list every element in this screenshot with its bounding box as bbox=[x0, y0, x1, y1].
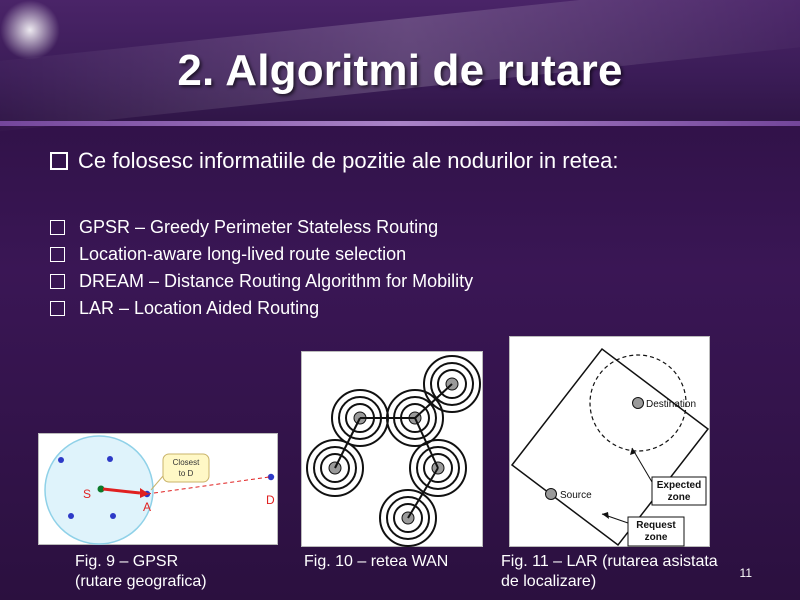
callout-box bbox=[162, 453, 210, 483]
label-destination: Destination bbox=[646, 399, 696, 410]
node-dot bbox=[68, 513, 74, 519]
request-zone-label-2: zone bbox=[645, 532, 668, 543]
slide-title: 2. Algoritmi de rutare bbox=[177, 46, 623, 95]
figure-lar: Destination Source Expected zone Request… bbox=[509, 336, 710, 547]
label-a: A bbox=[143, 500, 151, 514]
expected-zone-circle bbox=[589, 354, 687, 452]
caption-fig9: Fig. 9 – GPSR (rutare geografica) bbox=[75, 552, 207, 592]
list-item-dream: DREAM – Distance Routing Algorithm for M… bbox=[50, 268, 473, 295]
title-header bbox=[0, 0, 800, 135]
caption-fig10: Fig. 10 – retea WAN bbox=[304, 553, 449, 570]
lead-bullet: Ce folosesc informatiile de pozitie ale … bbox=[50, 148, 619, 174]
list-item-gpsr: GPSR – Greedy Perimeter Stateless Routin… bbox=[50, 214, 473, 241]
expected-zone-label-1: Expected bbox=[657, 480, 701, 491]
callout-pointer bbox=[150, 475, 164, 491]
greedy-forward-arrow bbox=[102, 487, 141, 495]
destination-node bbox=[267, 473, 275, 481]
wan-links bbox=[334, 383, 453, 519]
list-item-text: DREAM – Distance Routing Algorithm for M… bbox=[79, 271, 474, 291]
caption-fig9-line1: Fig. 9 – GPSR bbox=[75, 553, 179, 570]
lar-diagram: Destination Source Expected zone Request… bbox=[510, 347, 710, 547]
figure-wan bbox=[301, 351, 483, 547]
list-item-text: Location-aware long-lived route selectio… bbox=[79, 244, 407, 264]
request-zone-label-1: Request bbox=[636, 520, 676, 531]
lead-text: Ce folosesc informatiile de pozitie ale … bbox=[78, 148, 619, 173]
arrowhead bbox=[630, 448, 636, 455]
checkbox-bullet-icon bbox=[50, 220, 65, 235]
figure-gpsr: Closest to D S A D bbox=[38, 433, 278, 545]
destination-node bbox=[632, 397, 644, 409]
checkbox-bullet-icon bbox=[50, 301, 65, 316]
header-divider-line bbox=[0, 121, 800, 126]
list-item-lar: LAR – Location Aided Routing bbox=[50, 295, 473, 322]
request-zone-rectangle bbox=[510, 347, 710, 547]
callout-text-2: to D bbox=[179, 469, 194, 478]
node-dot bbox=[110, 513, 116, 519]
expected-zone-label-2: zone bbox=[668, 492, 691, 503]
expected-zone-pointer bbox=[631, 447, 653, 483]
checkbox-bullet-icon bbox=[50, 247, 65, 262]
algorithm-list: GPSR – Greedy Perimeter Stateless Routin… bbox=[50, 214, 473, 322]
list-item-text: LAR – Location Aided Routing bbox=[79, 298, 320, 318]
label-s: S bbox=[83, 487, 91, 501]
request-zone-label-box bbox=[627, 516, 685, 547]
list-item-text: GPSR – Greedy Perimeter Stateless Routin… bbox=[79, 217, 439, 237]
caption-fig9-line2: (rutare geografica) bbox=[75, 573, 207, 590]
source-node bbox=[545, 488, 557, 500]
source-node bbox=[97, 485, 105, 493]
checkbox-bullet-icon bbox=[50, 152, 68, 170]
page-number: 11 bbox=[739, 566, 752, 580]
caption-fig11-line1: Fig. 11 – LAR (rutarea asistata bbox=[501, 553, 718, 570]
wan-diagram bbox=[306, 355, 481, 547]
list-item-location-aware: Location-aware long-lived route selectio… bbox=[50, 241, 473, 268]
label-source: Source bbox=[560, 490, 592, 501]
caption-fig11: Fig. 11 – LAR (rutarea asistata de local… bbox=[501, 552, 718, 592]
arrowhead bbox=[602, 512, 609, 519]
node-dot bbox=[107, 456, 113, 462]
caption-fig11-line2: de localizare) bbox=[501, 573, 597, 590]
label-d: D bbox=[266, 493, 275, 507]
arrowhead bbox=[140, 488, 149, 498]
checkbox-bullet-icon bbox=[50, 274, 65, 289]
header-glow-decor bbox=[0, 0, 60, 60]
node-dot bbox=[58, 457, 64, 463]
gpsr-diagram: Closest to D S A D bbox=[44, 435, 275, 545]
callout-text-1: Closest bbox=[173, 458, 200, 467]
expected-zone-label-box bbox=[651, 476, 707, 506]
